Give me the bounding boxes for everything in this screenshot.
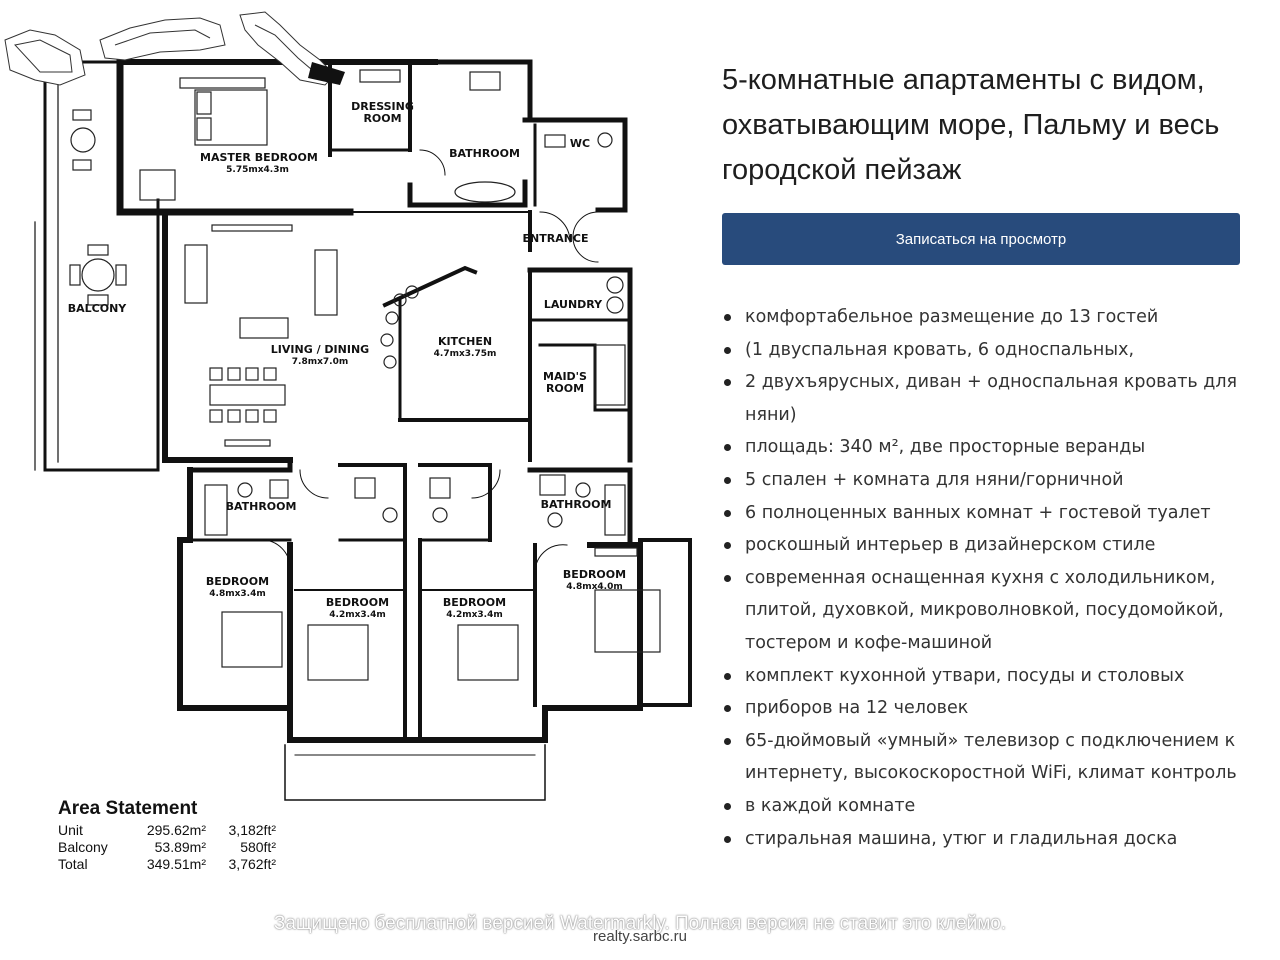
bullet-icon: [724, 835, 731, 843]
room-bedroom-3: BEDROOM 4.2mx3.4m: [442, 596, 507, 621]
area-row: Total 349.51m² 3,762ft²: [58, 856, 276, 872]
floor-plan: MASTER BEDROOM 5.75mx4.3m DRESSING ROOM …: [4, 11, 692, 873]
source-caption: realty.sarbc.ru: [593, 928, 687, 945]
features-list: комфортабельное размещение до 13 гостей …: [722, 301, 1262, 855]
list-item: комфортабельное размещение до 13 гостей: [722, 301, 1262, 334]
page-title: 5-комнатные апартаменты с видом, охватыв…: [722, 64, 1220, 186]
room-entrance: ENTRANCE: [522, 232, 589, 245]
area-row: Unit 295.62m² 3,182ft²: [58, 822, 276, 838]
list-item: в каждой комнате: [722, 790, 1262, 823]
list-item: комплект кухонной утвари, посуды и столо…: [722, 660, 1262, 693]
site-plan-thumbnail: [4, 11, 345, 86]
list-item: 6 полноценных ванных комнат + гостевой т…: [722, 497, 1262, 530]
area-statement-table: Unit 295.62m² 3,182ft² Balcony 53.89m² 5…: [58, 822, 276, 873]
room-wc: WC: [569, 137, 591, 150]
room-living-dining: LIVING / DINING 7.8mx7.0m: [270, 343, 370, 368]
area-statement: Area Statement Unit 295.62m² 3,182ft² Ba…: [58, 798, 276, 873]
book-viewing-button[interactable]: Записаться на просмотр: [722, 213, 1240, 265]
bullet-icon: [724, 672, 731, 680]
area-row: Balcony 53.89m² 580ft²: [58, 839, 276, 855]
room-master-bedroom: MASTER BEDROOM 5.75mx4.3m: [200, 151, 318, 176]
bullet-icon: [724, 574, 731, 582]
list-item: стиральная машина, утюг и гладильная дос…: [722, 823, 1262, 856]
room-balcony: BALCONY: [67, 302, 127, 315]
room-bathroom-top: BATHROOM: [449, 147, 520, 160]
bullet-icon: [724, 314, 731, 321]
bullet-icon: [724, 346, 731, 354]
room-maids: MAID'S ROOM: [543, 370, 587, 395]
bullet-icon: [724, 476, 731, 484]
bullet-icon: [724, 444, 731, 452]
list-item: современная оснащенная кухня с холодильн…: [722, 562, 1262, 660]
list-item: (1 двуспальная кровать, 6 односпальных,: [722, 334, 1262, 367]
bullet-icon: [724, 705, 731, 713]
room-bedroom-2: BEDROOM 4.2mx3.4m: [325, 596, 390, 621]
bullet-icon: [724, 379, 731, 387]
list-item: роскошный интерьер в дизайнерском стиле: [722, 529, 1262, 562]
room-laundry: LAUNDRY: [543, 298, 603, 311]
floor-plan-drawing: [34, 58, 692, 801]
room-bathroom-right: BATHROOM: [540, 498, 612, 511]
list-item: 5 спален + комната для няни/горничной: [722, 464, 1262, 497]
bullet-icon: [724, 802, 731, 810]
room-kitchen: KITCHEN 4.7mx3.75m: [433, 335, 497, 360]
list-item: площадь: 340 м², две просторные веранды: [722, 431, 1262, 464]
room-bedroom-4: BEDROOM 4.8mx4.0m: [562, 568, 627, 593]
watermark-text: Защищено бесплатной версией Watermarkly.…: [273, 913, 1007, 934]
room-bathroom-left: BATHROOM: [225, 500, 297, 513]
list-item: 2 двухъярусных, диван + односпальная кро…: [722, 366, 1262, 431]
bullet-icon: [724, 542, 731, 550]
bullet-icon: [724, 737, 731, 745]
list-item: 65-дюймовый «умный» телевизор с подключе…: [722, 725, 1262, 790]
room-bedroom-1: BEDROOM 4.8mx3.4m: [205, 575, 270, 600]
room-dressing: DRESSING ROOM: [351, 100, 414, 125]
area-statement-title: Area Statement: [58, 798, 198, 819]
list-item: приборов на 12 человек: [722, 692, 1262, 725]
bullet-icon: [724, 509, 731, 517]
